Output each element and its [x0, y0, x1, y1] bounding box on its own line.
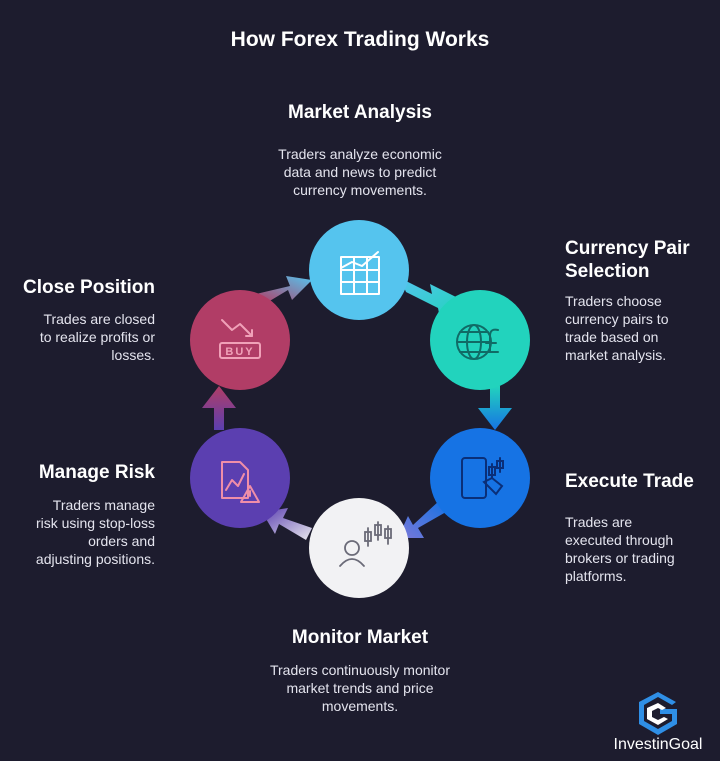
step-circle-execute-trade: [430, 428, 530, 528]
chart-grid-icon: [340, 251, 380, 295]
step-desc-currency-pair: Traders choose currency pairs to trade b…: [565, 293, 669, 363]
arrow-execute-trade-to-monitor-market: [398, 500, 446, 538]
mobile-trading-icon: [461, 457, 504, 499]
step-desc-execute-trade: Trades are executed through brokers or t…: [565, 514, 675, 584]
buy-downtrend-icon: [219, 319, 261, 359]
step-circle-close-position: [190, 290, 290, 390]
step-title-close-position: Close Position: [23, 277, 155, 298]
step-desc-manage-risk: Traders manage risk using stop-loss orde…: [35, 497, 155, 567]
step-desc-market-analysis: Traders analyze economic data and news t…: [278, 146, 442, 198]
step-title-execute-trade: Execute Trade: [565, 471, 694, 492]
trader-candlestick-icon: [339, 521, 392, 567]
risk-warning-icon: [221, 461, 260, 503]
page-title: How Forex Trading Works: [230, 28, 490, 51]
step-desc-monitor-market: Traders continuously monitor market tren…: [269, 662, 450, 714]
step-title-manage-risk: Manage Risk: [38, 462, 155, 483]
step-title-currency-pair: Currency Pair Selection: [565, 238, 690, 282]
arrow-currency-pair-to-execute-trade: [478, 386, 512, 430]
globe-currency-icon: [456, 324, 499, 360]
step-title-market-analysis: Market Analysis: [288, 102, 432, 123]
step-circle-manage-risk: [190, 428, 290, 528]
logo-text: InvestinGoal: [613, 736, 703, 753]
step-title-monitor-market: Monitor Market: [291, 627, 429, 648]
arrow-close-position-to-market-analysis: [256, 276, 312, 302]
investingoal-logo: InvestinGoal: [598, 690, 718, 760]
step-desc-close-position: Trades are closed to realize profits or …: [39, 311, 155, 363]
arrow-monitor-market-to-manage-risk: [262, 508, 312, 540]
investingoal-logo-icon: [639, 692, 677, 735]
buy-label: BUY: [225, 346, 254, 358]
arrow-manage-risk-to-close-position: [202, 386, 236, 430]
